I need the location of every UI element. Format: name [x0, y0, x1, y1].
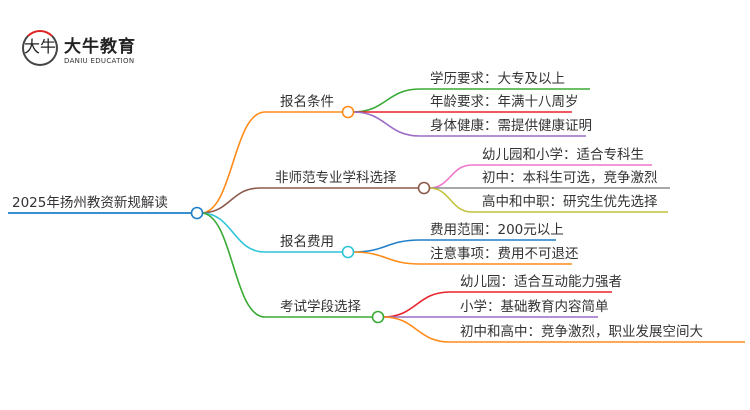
- leaf-node-label[interactable]: 小学：基础教育内容简单: [460, 298, 609, 315]
- leaf-node-label[interactable]: 年龄要求：年满十八周岁: [430, 94, 579, 110]
- leaf-node-label[interactable]: 幼儿园和小学：适合专科生: [482, 147, 644, 163]
- collapse-toggle[interactable]: [341, 105, 355, 119]
- leaf-node-label[interactable]: 高中和中职：研究生优先选择: [482, 193, 658, 210]
- leaf-connector: [352, 88, 421, 113]
- leaf-connector: [352, 239, 421, 253]
- leaf-connector: [428, 164, 473, 189]
- leaf-node-label[interactable]: 费用范围：200元以上: [430, 222, 564, 238]
- root-node-label[interactable]: 2025年扬州教资新规解读: [12, 195, 168, 211]
- leaf-node-label[interactable]: 初中：本科生可选，竞争激烈: [482, 169, 658, 186]
- logo-subtitle: DANIU EDUCATION: [64, 56, 135, 65]
- collapse-toggle[interactable]: [341, 245, 355, 259]
- branch-node-label[interactable]: 非师范专业学科选择: [275, 170, 397, 186]
- branch-connector: [200, 111, 266, 214]
- leaf-node-label[interactable]: 身体健康：需提供健康证明: [430, 117, 592, 134]
- collapse-toggle[interactable]: [371, 310, 385, 324]
- branch-node-label[interactable]: 报名费用: [280, 234, 334, 250]
- logo: 大牛 大牛教育 DANIU EDUCATION: [22, 30, 136, 66]
- leaf-node-label[interactable]: 学历要求：大专及以上: [430, 71, 565, 87]
- branch-node-label[interactable]: 考试学段选择: [280, 299, 361, 315]
- leaf-connector: [428, 187, 473, 213]
- logo-name: 大牛教育: [64, 36, 136, 57]
- leaf-connector: [382, 316, 451, 343]
- leaf-node-label[interactable]: 注意事项：费用不可退还: [430, 245, 579, 262]
- leaf-node-label[interactable]: 初中和高中：竞争激烈，职业发展空间大: [460, 323, 703, 340]
- leaf-connector: [352, 111, 421, 137]
- leaf-connector: [352, 251, 421, 265]
- branch-connector: [200, 212, 266, 318]
- branch-connector: [200, 187, 261, 214]
- branch-node-label[interactable]: 报名条件: [280, 93, 334, 110]
- leaf-connector: [382, 291, 451, 318]
- leaf-node-label[interactable]: 幼儿园：适合互动能力强者: [460, 274, 622, 290]
- logo-mark: 大牛: [22, 30, 58, 66]
- branch-connector: [200, 212, 266, 253]
- root-collapse-toggle[interactable]: [190, 206, 204, 220]
- collapse-toggle[interactable]: [417, 181, 431, 195]
